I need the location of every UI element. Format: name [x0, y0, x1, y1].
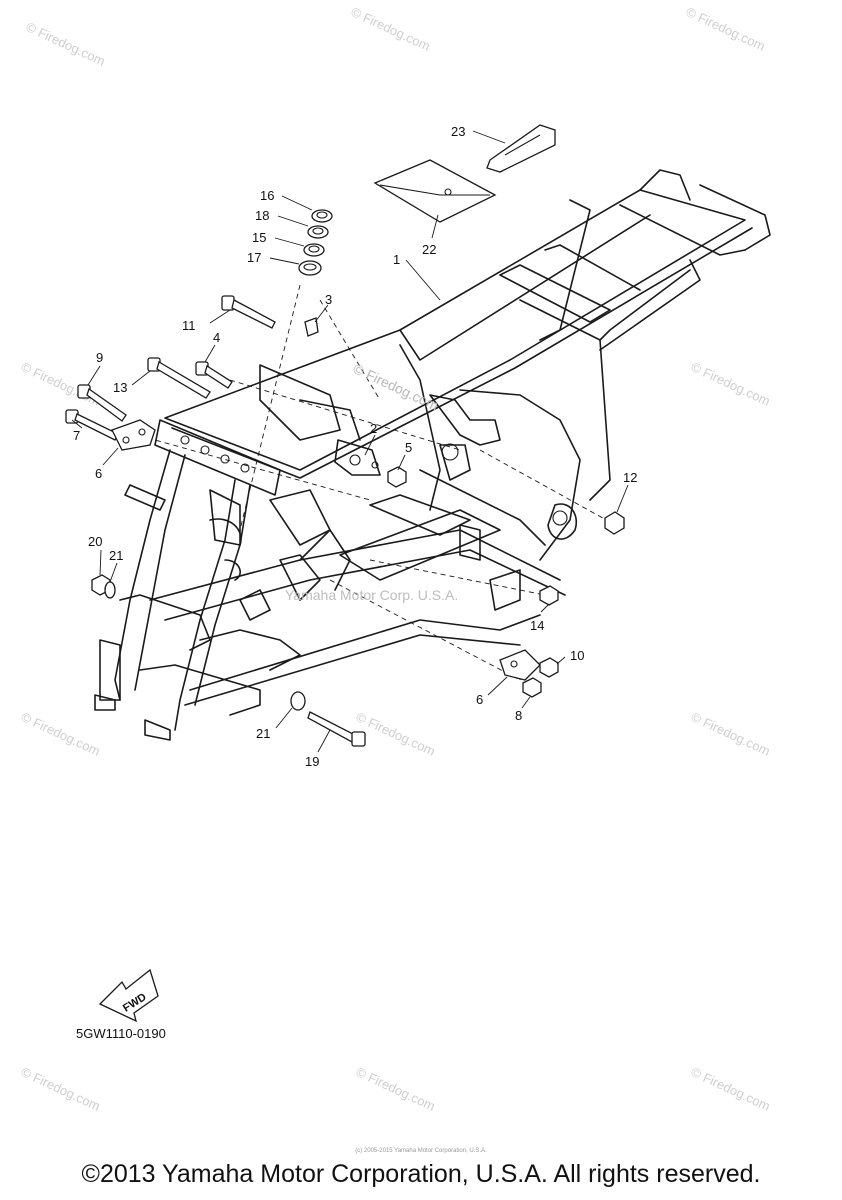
callout-8[interactable]: 8: [515, 708, 522, 723]
callout-20[interactable]: 20: [88, 534, 102, 549]
atv-frame: [94, 169, 771, 741]
loose-parts: [65, 124, 625, 747]
watermark: © Firedog.com: [689, 1064, 773, 1114]
overlay-yamaha: Yamaha Motor Corp. U.S.A.: [285, 587, 458, 603]
callout-9[interactable]: 9: [96, 350, 103, 365]
callout-2[interactable]: 2: [370, 421, 377, 436]
diagram-code: 5GW1110-0190: [76, 1026, 166, 1041]
watermark: © Firedog.com: [354, 1064, 438, 1114]
callout-7[interactable]: 7: [73, 428, 80, 443]
frame-diagram: © Firedog.com © Firedog.com © Firedog.co…: [19, 4, 773, 1114]
callout-15[interactable]: 15: [252, 230, 266, 245]
callout-3[interactable]: 3: [325, 292, 332, 307]
callout-21-lower[interactable]: 21: [256, 726, 270, 741]
callout-11[interactable]: 11: [182, 318, 196, 333]
watermark: © Firedog.com: [354, 709, 438, 759]
watermark: © Firedog.com: [19, 709, 103, 759]
callout-18[interactable]: 18: [255, 208, 269, 223]
callout-12[interactable]: 12: [623, 470, 637, 485]
watermark: © Firedog.com: [19, 359, 103, 409]
callout-23[interactable]: 23: [451, 124, 465, 139]
watermark: © Firedog.com: [19, 1064, 103, 1114]
small-copyright: (c) 2005-2015 Yamaha Motor Corporation, …: [355, 1148, 487, 1154]
callout-17[interactable]: 17: [247, 250, 261, 265]
watermark: © Firedog.com: [689, 359, 773, 409]
overlay-watermark: © Firedog.com: [351, 360, 441, 413]
callout-16[interactable]: 16: [260, 188, 274, 203]
callout-6-upper[interactable]: 6: [95, 466, 102, 481]
callout-14[interactable]: 14: [530, 618, 544, 633]
callout-1[interactable]: 1: [393, 252, 400, 267]
callout-10[interactable]: 10: [570, 648, 584, 663]
watermark: © Firedog.com: [349, 4, 433, 54]
callout-6-lower[interactable]: 6: [476, 692, 483, 707]
callout-22[interactable]: 22: [422, 242, 436, 257]
callout-19[interactable]: 19: [305, 754, 319, 769]
watermark: © Firedog.com: [684, 4, 768, 54]
part-callouts: 23 22 16 18 15 17 1 3 11 4 9 13 7 6 2 5 …: [73, 124, 637, 769]
watermark: © Firedog.com: [689, 709, 773, 759]
callout-5[interactable]: 5: [405, 440, 412, 455]
callout-21-upper[interactable]: 21: [109, 548, 123, 563]
callout-4[interactable]: 4: [213, 330, 220, 345]
watermark: © Firedog.com: [24, 19, 108, 69]
copyright-footer: ©2013 Yamaha Motor Corporation, U.S.A. A…: [81, 1160, 761, 1188]
fwd-arrow: FWD: [98, 968, 159, 1023]
callout-13[interactable]: 13: [113, 380, 127, 395]
leader-lines: [71, 130, 629, 753]
